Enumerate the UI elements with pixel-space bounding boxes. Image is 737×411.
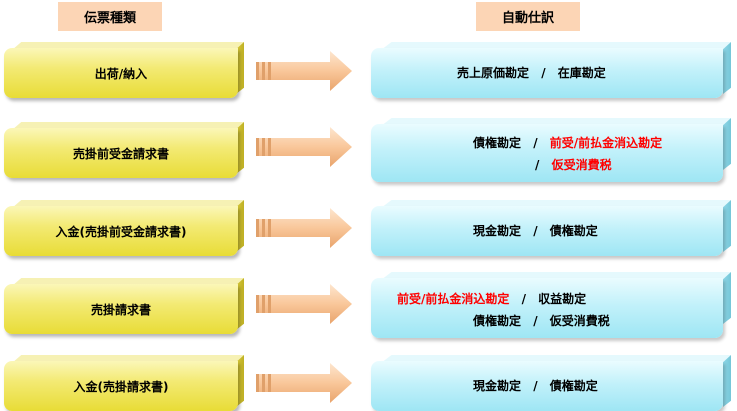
credit-account: 収益勘定 <box>538 292 587 306</box>
slip-box-payment-advance: 入金(売掛前受金請求書) <box>4 200 244 256</box>
slip-label: 出荷/納入 <box>4 48 238 98</box>
journal-box-advance-invoice: 債権勘定 / 前受/前払金消込勘定 / 仮受消費税 <box>371 118 731 182</box>
debit-account: 現金勘定 <box>473 379 522 393</box>
slip-box-advance-invoice: 売掛前受金請求書 <box>4 122 244 178</box>
journal-box-shipment: 売上原価勘定 / 在庫勘定 <box>371 42 731 98</box>
slip-label: 売掛前受金請求書 <box>4 128 238 178</box>
journal-line-1: 売上原価勘定 / 在庫勘定 <box>457 66 606 80</box>
journal-line-1: 債権勘定 / 前受/前払金消込勘定 <box>473 136 662 150</box>
debit-account: 現金勘定 <box>473 224 522 238</box>
credit-account: 仮受消費税 <box>551 158 612 172</box>
credit-account: 前受/前払金消込勘定 <box>549 136 663 150</box>
right-arrow-icon <box>252 282 356 326</box>
slip-label: 入金(売掛前受金請求書) <box>4 206 238 256</box>
debit-account: 売上原価勘定 <box>457 66 530 80</box>
separator: / <box>533 314 538 328</box>
separator: / <box>533 379 538 393</box>
separator: / <box>541 66 546 80</box>
separator: / <box>535 158 540 172</box>
debit-account: 債権勘定 <box>473 136 522 150</box>
slip-box-shipment: 出荷/納入 <box>4 42 244 98</box>
journal-line-1: 現金勘定 / 債権勘定 <box>473 379 598 393</box>
journal-box-payment-sales: 現金勘定 / 債権勘定 <box>371 355 731 411</box>
journal-line-1: 前受/前払金消込勘定 / 収益勘定 <box>397 292 586 306</box>
credit-account: 債権勘定 <box>549 224 598 238</box>
journal-line-2: / 仮受消費税 <box>535 158 612 172</box>
right-arrow-icon <box>252 206 356 250</box>
journal-line-1: 現金勘定 / 債権勘定 <box>473 224 598 238</box>
slip-label: 売掛請求書 <box>4 284 238 334</box>
credit-account: 債権勘定 <box>549 379 598 393</box>
credit-account: 仮受消費税 <box>549 314 610 328</box>
header-slip-types: 伝票種類 <box>58 2 162 31</box>
slip-box-payment-sales: 入金(売掛請求書) <box>4 355 244 411</box>
right-arrow-icon <box>252 125 356 169</box>
right-arrow-icon <box>252 361 356 405</box>
right-arrow-icon <box>252 49 356 93</box>
credit-account: 在庫勘定 <box>557 66 606 80</box>
debit-account: 債権勘定 <box>473 314 522 328</box>
journal-line-2: 債権勘定 / 仮受消費税 <box>473 314 610 328</box>
slip-label: 入金(売掛請求書) <box>4 361 238 411</box>
journal-box-payment-advance: 現金勘定 / 債権勘定 <box>371 200 731 256</box>
journal-box-sales-invoice: 前受/前払金消込勘定 / 収益勘定 債権勘定 / 仮受消費税 <box>371 272 731 338</box>
separator: / <box>533 136 538 150</box>
debit-account: 前受/前払金消込勘定 <box>397 292 510 306</box>
separator: / <box>533 224 538 238</box>
slip-box-sales-invoice: 売掛請求書 <box>4 278 244 334</box>
separator: / <box>521 292 526 306</box>
header-auto-journal: 自動仕訳 <box>476 2 580 31</box>
